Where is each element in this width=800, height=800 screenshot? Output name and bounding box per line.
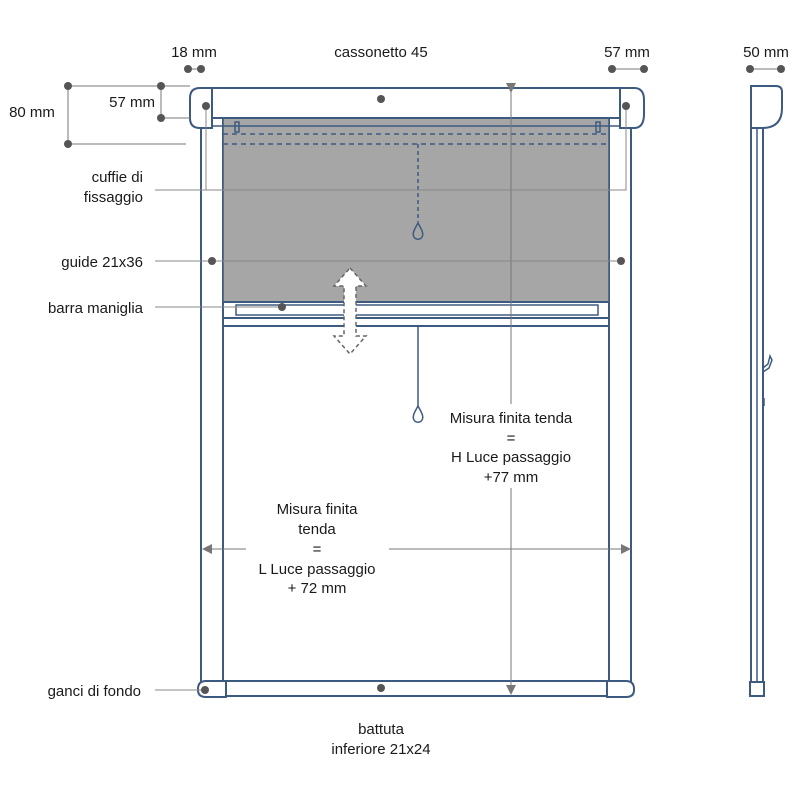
cassette-lower-lip (211, 117, 621, 127)
label-18mm: 18 mm (171, 44, 217, 61)
dim-50-dot-b (777, 65, 785, 73)
cuffie-dot-left (202, 102, 210, 110)
handle-bar-inner (235, 304, 599, 316)
dim-50-dot-a (746, 65, 754, 73)
cuffie-dot-right (622, 102, 630, 110)
label-battuta-1: battuta (358, 721, 405, 738)
handle-bar-lower (222, 317, 610, 327)
guide-dot-left (208, 257, 216, 265)
pull-tassel-top (412, 221, 424, 240)
dim-80-dot-a (64, 82, 72, 90)
dim-18-dot-a (184, 65, 192, 73)
left-guide (200, 117, 224, 689)
label-guide: guide 21x36 (61, 254, 143, 271)
label-57mm-right: 57 mm (604, 44, 650, 61)
right-guide (608, 117, 632, 689)
width-formula-1: Misura finita (277, 501, 359, 518)
guide-dot-right (617, 257, 625, 265)
dim-57l-dot-a (157, 82, 165, 90)
label-cuffie-1: cuffie di (92, 169, 143, 186)
width-formula-5: + 72 mm (288, 580, 347, 597)
move-arrow-icon (332, 266, 368, 356)
height-formula-3: H Luce passaggio (451, 449, 571, 466)
barra-dot (278, 303, 286, 311)
height-formula-2: = (507, 430, 516, 447)
cuffie-leader (155, 106, 627, 191)
side-view-base (749, 681, 765, 697)
top-cassette (211, 87, 621, 119)
dim-57l-dot-b (157, 114, 165, 122)
side-view-handle-hook (762, 353, 773, 373)
label-80mm: 80 mm (9, 104, 55, 121)
dim-57r-dot-b (640, 65, 648, 73)
battuta-dot (377, 684, 385, 692)
label-50mm: 50 mm (743, 44, 789, 61)
cassonetto-dot (377, 95, 385, 103)
width-formula-3: = (313, 541, 322, 558)
label-cuffie-2: fissaggio (84, 189, 143, 206)
ganci-dot (201, 686, 209, 694)
pull-tassel-bottom (412, 404, 424, 423)
height-formula-4: +77 mm (484, 469, 539, 486)
screen-mesh (222, 117, 610, 303)
dim-18-dot-b (197, 65, 205, 73)
bottom-hook-right (606, 680, 635, 698)
width-formula-4: L Luce passaggio (258, 561, 375, 578)
bottom-rail (222, 680, 610, 697)
height-formula-1: Misura finita tenda (450, 410, 573, 427)
side-view-cassette (750, 85, 783, 129)
mesh-clip-right (595, 121, 601, 133)
dim-57r-dot-a (608, 65, 616, 73)
dim-80-dot-b (64, 140, 72, 148)
label-barra: barra maniglia (48, 300, 144, 317)
label-ganci: ganci di fondo (48, 683, 141, 700)
width-formula-2: tenda (298, 521, 336, 538)
label-battuta-2: inferiore 21x24 (331, 741, 430, 758)
label-57mm-left: 57 mm (109, 94, 155, 111)
mesh-clip-left (234, 121, 240, 133)
label-cassonetto: cassonetto 45 (334, 44, 427, 61)
